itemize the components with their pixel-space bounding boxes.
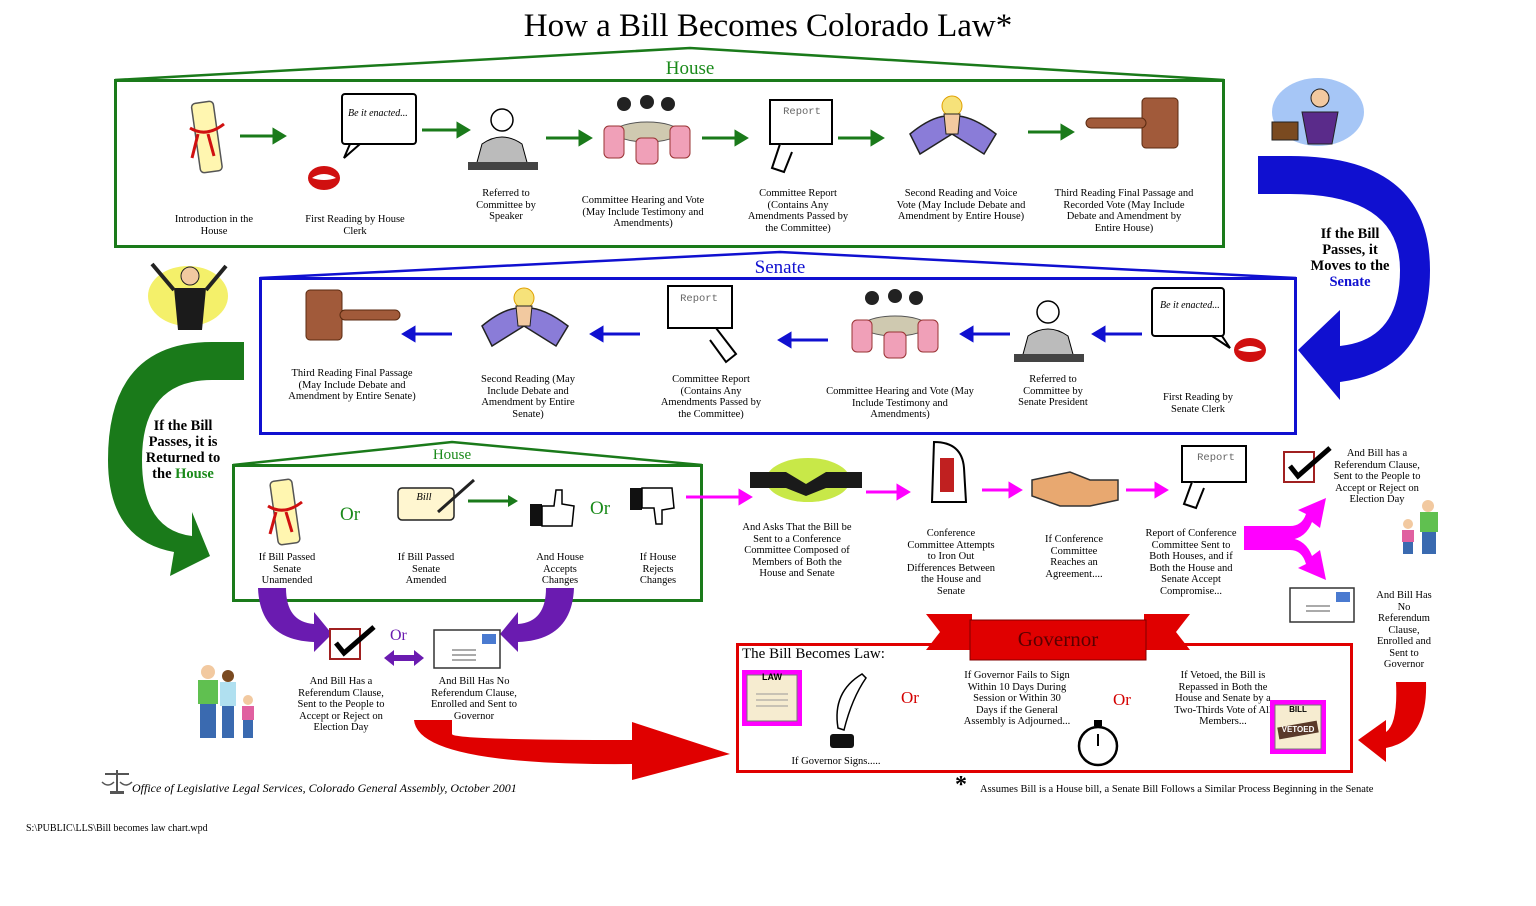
conference-agreement-caption: If Conference Committee Reaches an Agree… (1044, 534, 1103, 580)
senate-box (259, 277, 1297, 435)
right-no-referendum-caption: And Bill Has No Referendum Clause, Enrol… (1376, 590, 1432, 670)
family-icon (198, 665, 254, 738)
house-step-6: Second Reading and Voice Vote (May Inclu… (896, 188, 1026, 222)
conference-report-label: Report (1197, 452, 1235, 464)
right-envelope-icon (1289, 587, 1355, 623)
law-document-icon (742, 670, 802, 726)
scales-of-justice-icon (101, 770, 133, 794)
celebrating-woman-icon (1271, 78, 1364, 146)
iron-icon (930, 440, 968, 503)
stopwatch-icon (1077, 720, 1119, 767)
house-step-5: Committee Report (Contains Any Amendment… (747, 188, 849, 234)
rejects-caption: If House Rejects Changes (639, 552, 677, 586)
handshake-money-icon (750, 458, 862, 502)
senate-step-referred: Referred to Committee by Senate Presiden… (1018, 374, 1088, 408)
senate-report-icon (667, 285, 738, 364)
governor-banner-text: Governor (1017, 627, 1099, 651)
to-governor-arrow (414, 720, 730, 780)
or-label-4: Or (901, 688, 919, 707)
senate-step-first-reading: First Reading by Senate Clerk (1163, 392, 1233, 415)
or-label-1: Or (340, 504, 361, 525)
governor-vetoed-caption: If Vetoed, the Bill is Repassed in Both … (1174, 670, 1272, 727)
house-step-7: Third Reading Final Passage and Recorded… (1054, 188, 1194, 234)
assumes-note: Assumes Bill is a House bill, a Senate B… (980, 784, 1374, 795)
senate-bubble-text: Be it enacted... (1160, 300, 1220, 311)
senate-label: Senate (754, 257, 806, 278)
office-credit: Office of Legislative Legal Services, Co… (132, 781, 517, 795)
scroll-icon (189, 100, 225, 174)
governor-fails-caption: If Governor Fails to Sign Within 10 Days… (963, 670, 1071, 727)
amended-caption: If Bill Passed Senate Amended (397, 552, 455, 586)
two-way-arrow (384, 650, 424, 666)
house-label: House (665, 58, 715, 79)
house-return-box (232, 464, 703, 602)
or-label-3: Or (390, 627, 407, 644)
house-box (114, 79, 1225, 248)
house-step-1: Introduction in the House (174, 214, 254, 237)
senate-step-second-reading: Second Reading (May Include Debate and A… (481, 374, 575, 420)
or-label-2: Or (590, 498, 611, 519)
senate-gavel-icon (305, 289, 401, 341)
house-report-label: Report (783, 106, 821, 118)
right-family-icon (1402, 500, 1438, 554)
file-path: S:\PUBLIC\LLS\Bill becomes law chart.wpd (26, 823, 208, 834)
vetoed-bill-icon (1270, 700, 1326, 754)
senate-step-committee-report: Committee Report (Contains Any Amendment… (660, 374, 762, 420)
unamended-caption: If Bill Passed Senate Unamended (258, 552, 316, 586)
amended-scroll-icon (397, 478, 475, 521)
committee-meeting-icon (603, 95, 691, 165)
celebrating-man-icon (148, 262, 228, 330)
checkbox-icon (329, 625, 376, 660)
conference-asks-caption: And Asks That the Bill be Sent to a Conf… (742, 522, 852, 579)
senate-committee-meeting-icon (851, 289, 939, 359)
veto-doc-stamp: VETOED (1281, 725, 1315, 734)
law-doc-label: LAW (762, 672, 782, 682)
conference-report-icon (1181, 445, 1247, 510)
governor-banner (926, 614, 1190, 661)
thumbs-down-icon (630, 487, 675, 525)
bill-scroll-label: Bill (416, 492, 432, 503)
conference-report-caption: Report of Conference Committee Sent to B… (1145, 528, 1237, 597)
house-return-label: House (432, 447, 472, 463)
senate-step-committee-hearing: Committee Hearing and Vote (May Include … (826, 386, 974, 420)
senate-arm-wrestle-icon (481, 287, 569, 348)
report-icon (769, 99, 833, 174)
left-no-referendum-caption: And Bill Has No Referendum Clause, Enrol… (430, 676, 518, 722)
or-label-5: Or (1113, 690, 1131, 709)
page-title: How a Bill Becomes Colorado Law* (523, 8, 1013, 44)
conference-iron-caption: Conference Committee Attempts to Iron Ou… (906, 528, 996, 597)
accept-arrow (468, 495, 518, 507)
house-step-3: Referred to Committee by Speaker (476, 188, 536, 222)
house-step-2: First Reading by House Clerk (305, 214, 405, 237)
thumbs-up-icon (530, 489, 575, 527)
governor-signs-caption: If Governor Signs..... (791, 756, 881, 767)
returned-to-house-arrow (108, 342, 244, 576)
purple-arrows (258, 588, 574, 652)
accepts-caption: And House Accepts Changes (536, 552, 584, 586)
senate-speech-bubble-icon (1151, 287, 1266, 362)
becomes-law-text: The Bill Becomes Law: (742, 646, 885, 662)
arm-wrestle-icon (909, 95, 997, 156)
house-step-4: Committee Hearing and Vote (May Include … (581, 195, 705, 229)
gavel-icon (1085, 97, 1179, 149)
right-referendum-caption: And Bill has a Referendum Clause, Sent t… (1333, 448, 1421, 505)
asterisk-mark: * (955, 772, 967, 798)
speaker-at-desk-icon (468, 108, 538, 170)
president-at-desk-icon (1014, 300, 1084, 362)
quill-pen-icon (830, 673, 867, 748)
envelope-icon (433, 629, 501, 669)
veto-doc-top: BILL (1289, 705, 1307, 714)
senate-step-third-reading: Third Reading Final Passage (May Include… (288, 368, 416, 402)
unamended-scroll-icon (267, 478, 303, 546)
handshake-icon (1031, 471, 1119, 507)
left-referendum-caption: And Bill Has a Referendum Clause, Sent t… (297, 676, 385, 733)
to-senate-arrow (1258, 156, 1430, 400)
senate-report-label: Report (680, 293, 718, 305)
speech-bubble-icon (308, 93, 417, 190)
right-checkbox-icon (1283, 446, 1332, 483)
house-bubble-text: Be it enacted... (348, 108, 408, 119)
right-to-governor-arrow (1358, 682, 1427, 762)
